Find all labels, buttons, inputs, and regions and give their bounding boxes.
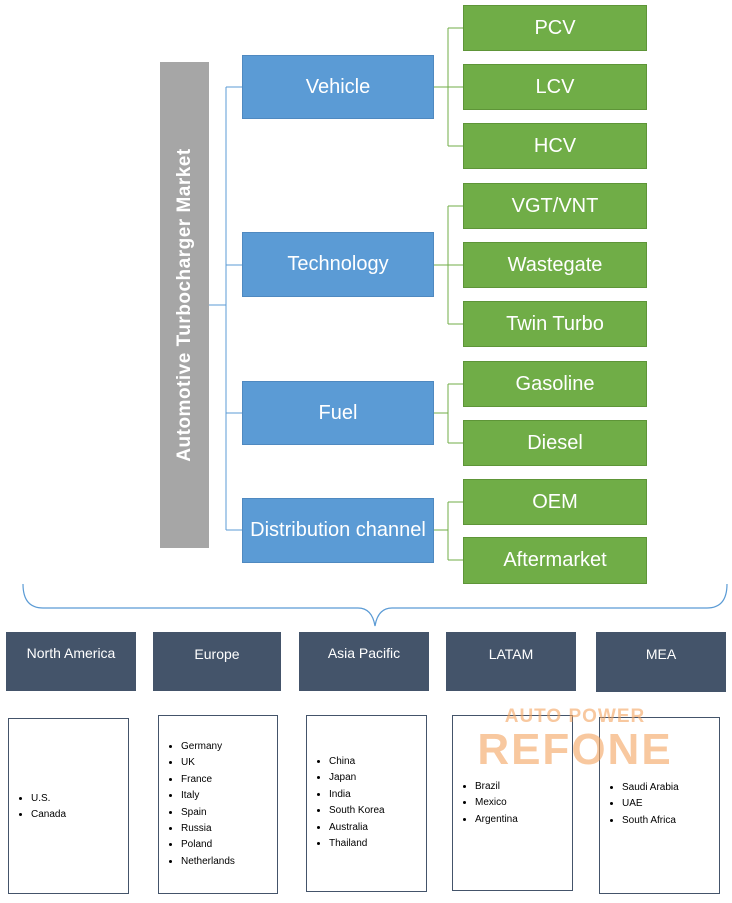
subsegment-wastegate: Wastegate xyxy=(463,242,647,288)
list-item: Australia xyxy=(329,820,426,836)
list-item: Germany xyxy=(181,739,277,755)
list-item: Russia xyxy=(181,821,277,837)
root-node: Automotive Turbocharger Market xyxy=(160,62,209,548)
watermark-top-text: AUTO POWER xyxy=(504,706,646,727)
segment-vehicle: Vehicle xyxy=(242,55,434,119)
watermark-main-text: REFONE xyxy=(477,725,673,774)
country-list-latam: Brazil Mexico Argentina xyxy=(452,715,573,891)
list-item: South Korea xyxy=(329,803,426,819)
subsegment-hcv: HCV xyxy=(463,123,647,169)
region-brace xyxy=(22,583,728,627)
segment-technology: Technology xyxy=(242,232,434,297)
subsegment-vgt-vnt: VGT/VNT xyxy=(463,183,647,229)
region-north-america: North America xyxy=(6,632,136,691)
list-item: South Africa xyxy=(622,813,719,829)
list-item: Argentina xyxy=(475,812,572,828)
list-item: India xyxy=(329,787,426,803)
list-item: Japan xyxy=(329,770,426,786)
country-list-europe: Germany UK France Italy Spain Russia Pol… xyxy=(158,715,278,894)
list-item: Spain xyxy=(181,805,277,821)
country-list-north-america: U.S. Canada xyxy=(8,718,129,894)
list-item: Mexico xyxy=(475,795,572,811)
list-item: Brazil xyxy=(475,779,572,795)
region-latam: LATAM xyxy=(446,632,576,691)
country-list-asia-pacific: China Japan India South Korea Australia … xyxy=(306,715,427,892)
region-mea: MEA xyxy=(596,632,726,692)
list-item: Netherlands xyxy=(181,854,277,870)
subsegment-pcv: PCV xyxy=(463,5,647,51)
list-item: China xyxy=(329,754,426,770)
segment-fuel: Fuel xyxy=(242,381,434,445)
region-europe: Europe xyxy=(153,632,281,691)
list-item: Italy xyxy=(181,788,277,804)
subsegment-aftermarket: Aftermarket xyxy=(463,537,647,584)
subsegment-gasoline: Gasoline xyxy=(463,361,647,407)
list-item: Saudi Arabia xyxy=(622,780,719,796)
watermark-logo: AUTO POWER REFONE xyxy=(462,705,688,775)
list-item: Canada xyxy=(31,807,128,823)
subsegment-diesel: Diesel xyxy=(463,420,647,466)
list-item: UK xyxy=(181,755,277,771)
list-item: UAE xyxy=(622,796,719,812)
subsegment-lcv: LCV xyxy=(463,64,647,110)
list-item: Thailand xyxy=(329,836,426,852)
subsegment-twin-turbo: Twin Turbo xyxy=(463,301,647,347)
segment-distribution-channel: Distribution channel xyxy=(242,498,434,563)
country-list-mea: Saudi Arabia UAE South Africa xyxy=(599,717,720,894)
list-item: U.S. xyxy=(31,791,128,807)
region-asia-pacific: Asia Pacific xyxy=(299,632,429,691)
list-item: France xyxy=(181,772,277,788)
subsegment-oem: OEM xyxy=(463,479,647,525)
root-label: Automotive Turbocharger Market xyxy=(173,148,195,462)
list-item: Poland xyxy=(181,837,277,853)
